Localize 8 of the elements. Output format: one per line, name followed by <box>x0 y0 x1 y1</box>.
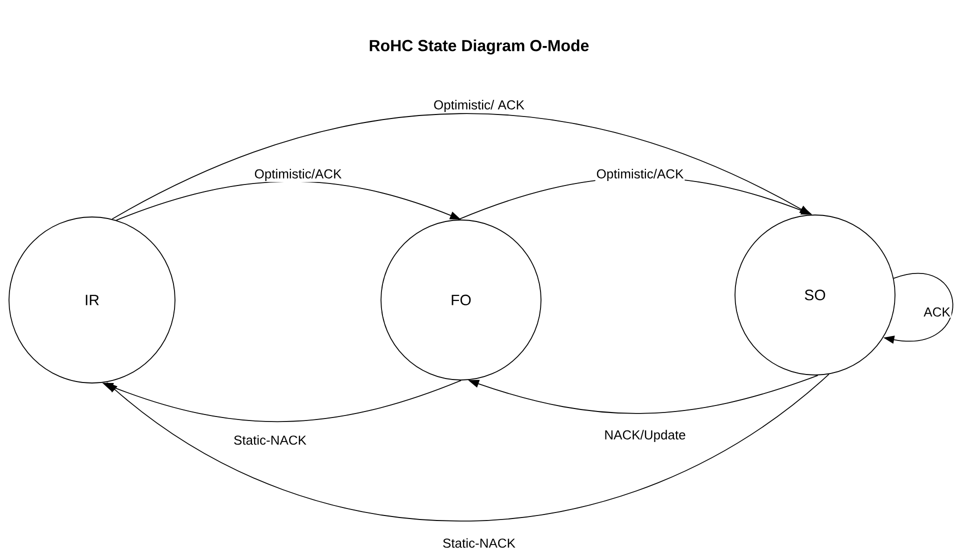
edge-label: Optimistic/ACK <box>595 168 685 182</box>
edge-label: Optimistic/ACK <box>253 168 343 182</box>
title: RoHC State Diagram O-Mode <box>370 40 589 54</box>
edge-label: Static-NACK <box>442 537 516 549</box>
edge-label: NACK/Update <box>603 428 687 444</box>
edge-label: Optimistic/ ACK <box>432 98 526 114</box>
edge-label: Static-NACK <box>232 434 308 446</box>
edge-label: ACK <box>922 306 952 318</box>
